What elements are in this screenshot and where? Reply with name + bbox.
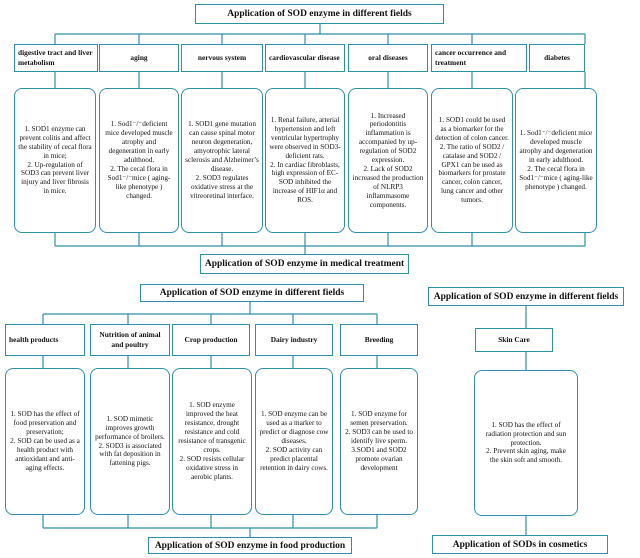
medical-top-title: Application of SOD enzyme in different f… — [195, 4, 444, 24]
category-cardiovascular-disease: cardiovascular disease — [265, 44, 345, 72]
category-aging: aging — [99, 44, 179, 72]
desc-health-products: 1. SOD has the effect of food preservati… — [5, 368, 85, 515]
category-health-products: health products — [5, 324, 85, 356]
desc-animal-nutrition: 1. SOD mimetic improves growth performan… — [90, 368, 170, 515]
medical-bottom-title: Application of SOD enzyme in medical tre… — [200, 254, 409, 274]
desc-cardiovascular: 1. Renal failure, arterial hypertension … — [265, 88, 345, 233]
category-nervous-system: nervous system — [181, 44, 263, 72]
category-skin-care: Skin Care — [475, 328, 553, 352]
desc-digestive-tract: 1. SOD1 enzyme can prevent colitis and a… — [14, 88, 96, 233]
food-bottom-title: Application of SOD enzyme in food produc… — [148, 537, 352, 554]
category-oral-diseases: oral diseases — [348, 44, 428, 72]
desc-breeding: 1. SOD enzyme for semen preservation.2. … — [340, 368, 418, 515]
desc-aging: 1. Sod1⁻/⁻deficient mice developed muscl… — [99, 88, 179, 233]
desc-diabetes: 1. Sod1⁻/⁻deficient mice developed muscl… — [515, 88, 597, 233]
category-dairy-industry: Dairy industry — [255, 324, 333, 356]
category-breeding: Breeding — [340, 324, 418, 356]
food-top-title: Application of SOD enzyme in different f… — [140, 284, 364, 302]
category-digestive-tract: digestive tract and liver metabolism — [14, 44, 98, 72]
desc-crop-production: 1. SOD enzyme improved the heat resistan… — [172, 368, 252, 515]
desc-dairy-industry: 1. SOD enzyme can be used as a marker to… — [255, 368, 333, 515]
desc-cancer: 1. SOD1 could be used as a biomarker for… — [431, 88, 513, 233]
category-animal-nutrition: Nutrition of animal and poultry — [90, 324, 170, 356]
category-diabetes: diabetes — [529, 44, 585, 72]
desc-nervous-system: 1. SOD1 gene mutation can cause spinal m… — [181, 88, 263, 233]
category-cancer: cancer occurrence and treatment — [431, 44, 527, 72]
desc-skin-care: 1. SOD has the effect of radiation prote… — [474, 370, 578, 516]
desc-oral-diseases: 1. Increased periodontitis inflammation … — [348, 88, 428, 233]
cosmetics-top-title: Application of SOD enzyme in different f… — [428, 287, 624, 306]
cosmetics-bottom-title: Application of SODs in cosmetics — [432, 535, 608, 554]
category-crop-production: Crop production — [172, 324, 250, 356]
